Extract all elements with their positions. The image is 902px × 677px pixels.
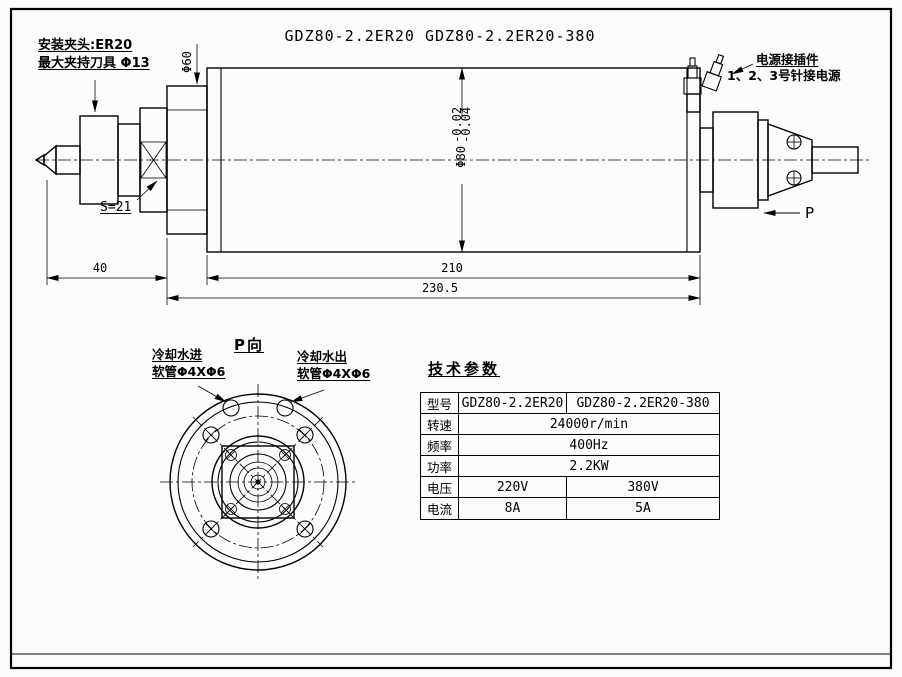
spec-power-value: 2.2KW [459, 456, 719, 477]
spec-power-label: 功率 [421, 456, 459, 477]
spec-speed-label: 转速 [421, 414, 459, 435]
water-in-line1: 冷却水进 [152, 347, 203, 362]
dimensions: Φ60 Φ80 -0.02 -0.04 40 210 230.5 [46, 44, 701, 305]
power-connector [699, 111, 859, 209]
water-port-in [222, 399, 240, 417]
spec-table-title: 技术参数 [428, 360, 501, 378]
spec-current-220: 8A [459, 498, 567, 519]
flange-corner-screws [225, 449, 291, 515]
dim-body-diameter-tol-lower: -0.04 [459, 107, 473, 143]
connector-screw-bottom [786, 170, 802, 186]
power-note-line2: 1、2、3号针接电源 [727, 68, 841, 83]
drawing-title: GDZ80-2.2ER20 GDZ80-2.2ER20-380 [284, 27, 596, 45]
spec-current-380: 5A [635, 501, 651, 516]
power-note-line1: 电源接插件 [756, 52, 819, 67]
collet-note: 安装夹头:ER20 最大夹持刀具 Φ13 [38, 37, 150, 72]
collet-note-line2: 最大夹持刀具 Φ13 [38, 55, 150, 71]
water-in-note: 冷却水进 软管Φ4XΦ6 [152, 347, 225, 381]
spec-model-label: 型号 [421, 393, 459, 414]
dim-total-length: 230.5 [422, 281, 458, 295]
connector-screw-top [786, 134, 802, 150]
power-pins [683, 53, 725, 113]
spec-frequency-value: 400Hz [459, 435, 719, 456]
p-view [160, 384, 356, 580]
water-out-note: 冷却水出 软管Φ4XΦ6 [297, 349, 370, 383]
collet-note-line1: 安装夹头:ER20 [38, 38, 133, 53]
dim-body-diameter-group: Φ80 -0.02 -0.04 [450, 107, 473, 168]
water-out-line1: 冷却水出 [297, 349, 348, 364]
dim-nose-diameter: Φ60 [180, 51, 194, 73]
spec-voltage-380: 380V [567, 477, 719, 498]
dim-body-diameter: Φ80 [454, 146, 468, 168]
sheet-frame [9, 7, 893, 670]
flange-square [221, 445, 295, 519]
p-view-title: P向 [234, 336, 264, 354]
leader-lines [92, 63, 754, 201]
dim-body-length: 210 [441, 261, 463, 275]
mounting-bolts [202, 426, 314, 538]
spec-voltage-220: 220V [459, 477, 567, 498]
water-in-line2: 软管Φ4XΦ6 [152, 363, 226, 379]
spec-table: 型号 GDZ80-2.2ER20 GDZ80-2.2ER20-380 转速 24… [420, 392, 720, 520]
wrench-flat-label: S=21 [100, 200, 132, 215]
water-port-out [276, 399, 294, 417]
spec-current-label: 电流 [421, 498, 459, 519]
water-out-line2: 软管Φ4XΦ6 [297, 365, 371, 381]
dim-body-diameter-tol-upper: -0.02 [450, 107, 464, 143]
dim-nose-length: 40 [93, 261, 107, 275]
spec-voltage-label: 电压 [421, 477, 459, 498]
spec-model-220: GDZ80-2.2ER20 [459, 393, 567, 414]
spec-speed-value: 24000r/min [459, 414, 719, 435]
view-arrow-label: P [805, 204, 815, 222]
spec-frequency-label: 频率 [421, 435, 459, 456]
collet-assembly [34, 107, 168, 213]
spec-model-380: GDZ80-2.2ER20-380 [567, 393, 719, 414]
